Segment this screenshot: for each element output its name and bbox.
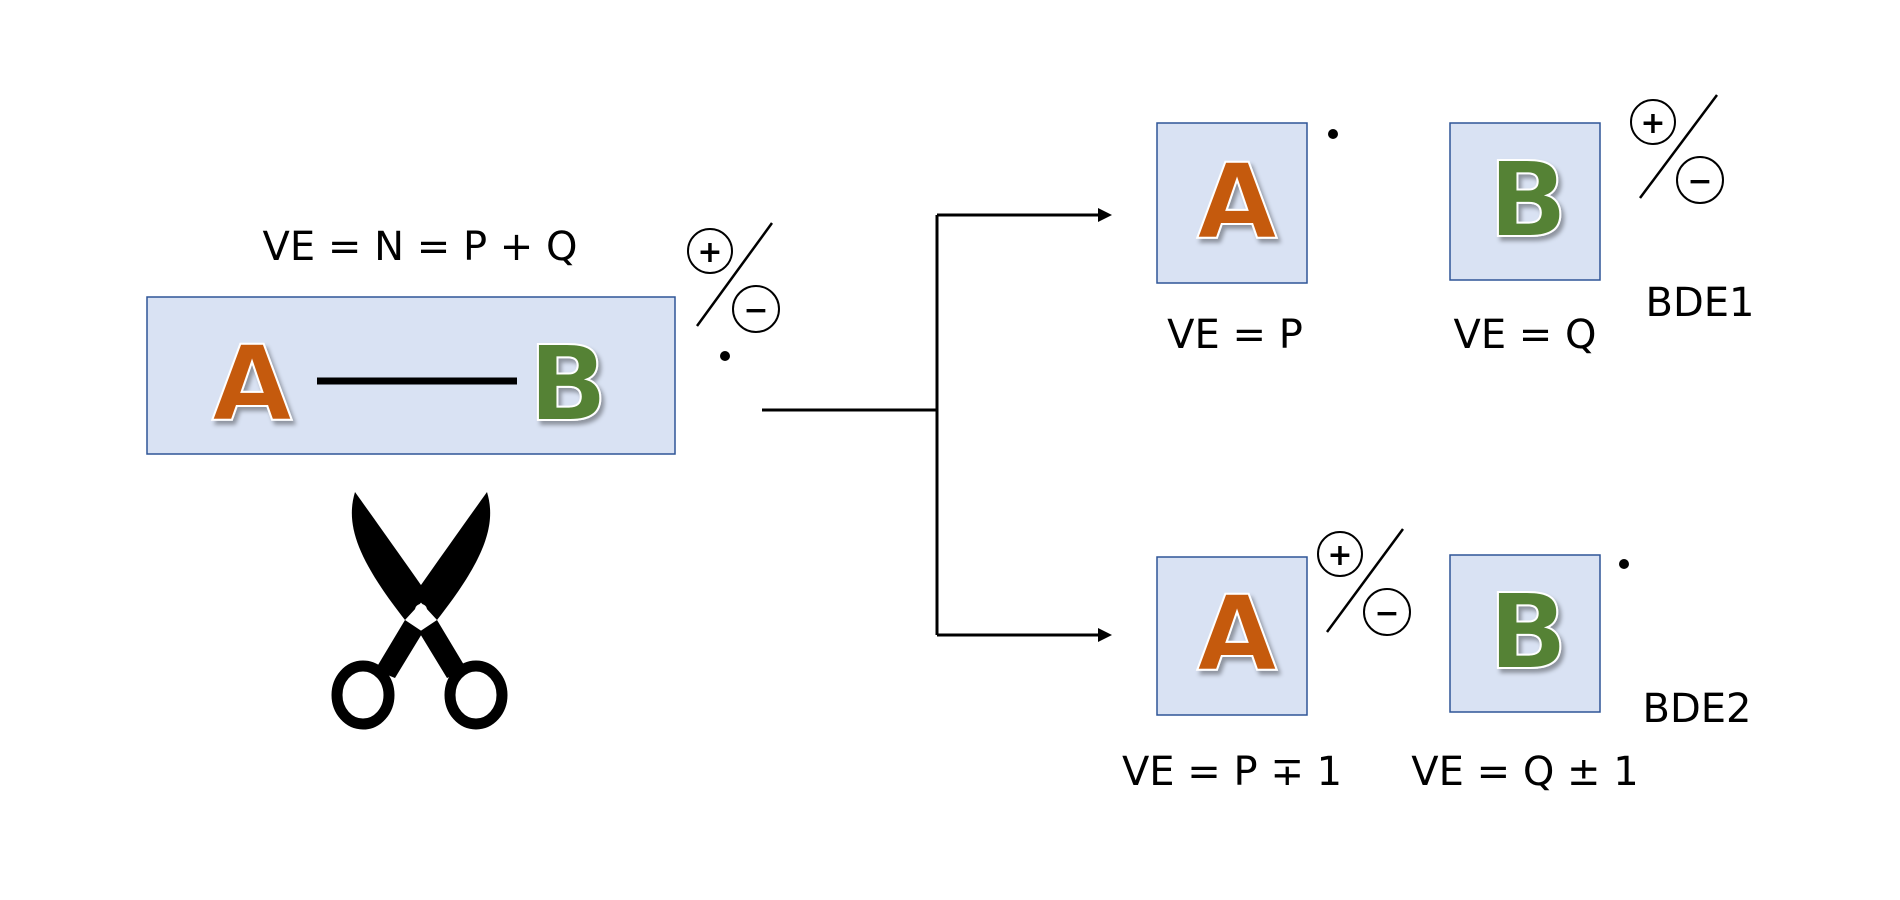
parent-molecule: VE = N = P + Q A B <box>146 224 676 455</box>
bde2-charge-indicator: + − <box>1317 528 1411 636</box>
plus-sign: + <box>697 235 722 270</box>
arrow-head-top-icon <box>1098 208 1112 222</box>
bde1-box-b <box>1449 122 1601 281</box>
minus-circle-icon <box>1676 156 1724 204</box>
bde2-box-b <box>1449 554 1601 713</box>
minus-circle-icon <box>1363 588 1411 636</box>
radical-dot <box>1328 129 1338 139</box>
charge-slash <box>1325 528 1405 633</box>
parent-box <box>146 296 676 455</box>
minus-circle-icon <box>732 285 780 333</box>
plus-circle-icon <box>1317 531 1363 577</box>
bde2-equation-b: VE = Q ± 1 <box>1411 749 1638 795</box>
scissors-icon <box>331 492 508 730</box>
plus-circle-icon <box>1630 99 1676 145</box>
bde1-atom-b: B <box>1488 139 1567 261</box>
bde2-atom-b: B <box>1488 571 1567 693</box>
bde2-box-a <box>1156 556 1308 716</box>
minus-sign: − <box>743 293 768 328</box>
bde2-pathway: A VE = P ∓ 1 + − B VE = Q ± 1 BDE2 <box>1122 528 1752 795</box>
branch-connector <box>762 213 1100 637</box>
plus-sign: + <box>1640 106 1665 141</box>
plus-circle-icon <box>687 228 733 274</box>
minus-sign: − <box>1687 164 1712 199</box>
bde1-label: BDE1 <box>1646 280 1755 326</box>
radical-dot <box>1619 559 1629 569</box>
bde1-equation-a: VE = P <box>1167 312 1303 358</box>
charge-slash <box>1638 94 1719 199</box>
arrow-head-bottom-icon <box>1098 628 1112 642</box>
bde1-equation-b: VE = Q <box>1453 312 1596 358</box>
charge-slash <box>695 222 774 327</box>
bde1-charge-indicator: + − <box>1630 94 1724 204</box>
parent-charge-indicator: + − <box>687 222 780 333</box>
radical-dot <box>720 351 730 361</box>
minus-sign: − <box>1374 596 1399 631</box>
bde2-atom-a: A <box>1197 573 1278 695</box>
bde1-box-a <box>1156 122 1308 284</box>
bde2-label: BDE2 <box>1643 686 1752 732</box>
plus-sign: + <box>1327 538 1352 573</box>
bde1-atom-a: A <box>1197 141 1278 263</box>
bde1-pathway: A VE = P B VE = Q + − BDE1 <box>1156 94 1755 358</box>
bde2-equation-a: VE = P ∓ 1 <box>1122 749 1342 795</box>
parent-atom-a: A <box>212 323 293 445</box>
parent-equation: VE = N = P + Q <box>263 224 578 270</box>
parent-atom-b: B <box>528 323 607 445</box>
